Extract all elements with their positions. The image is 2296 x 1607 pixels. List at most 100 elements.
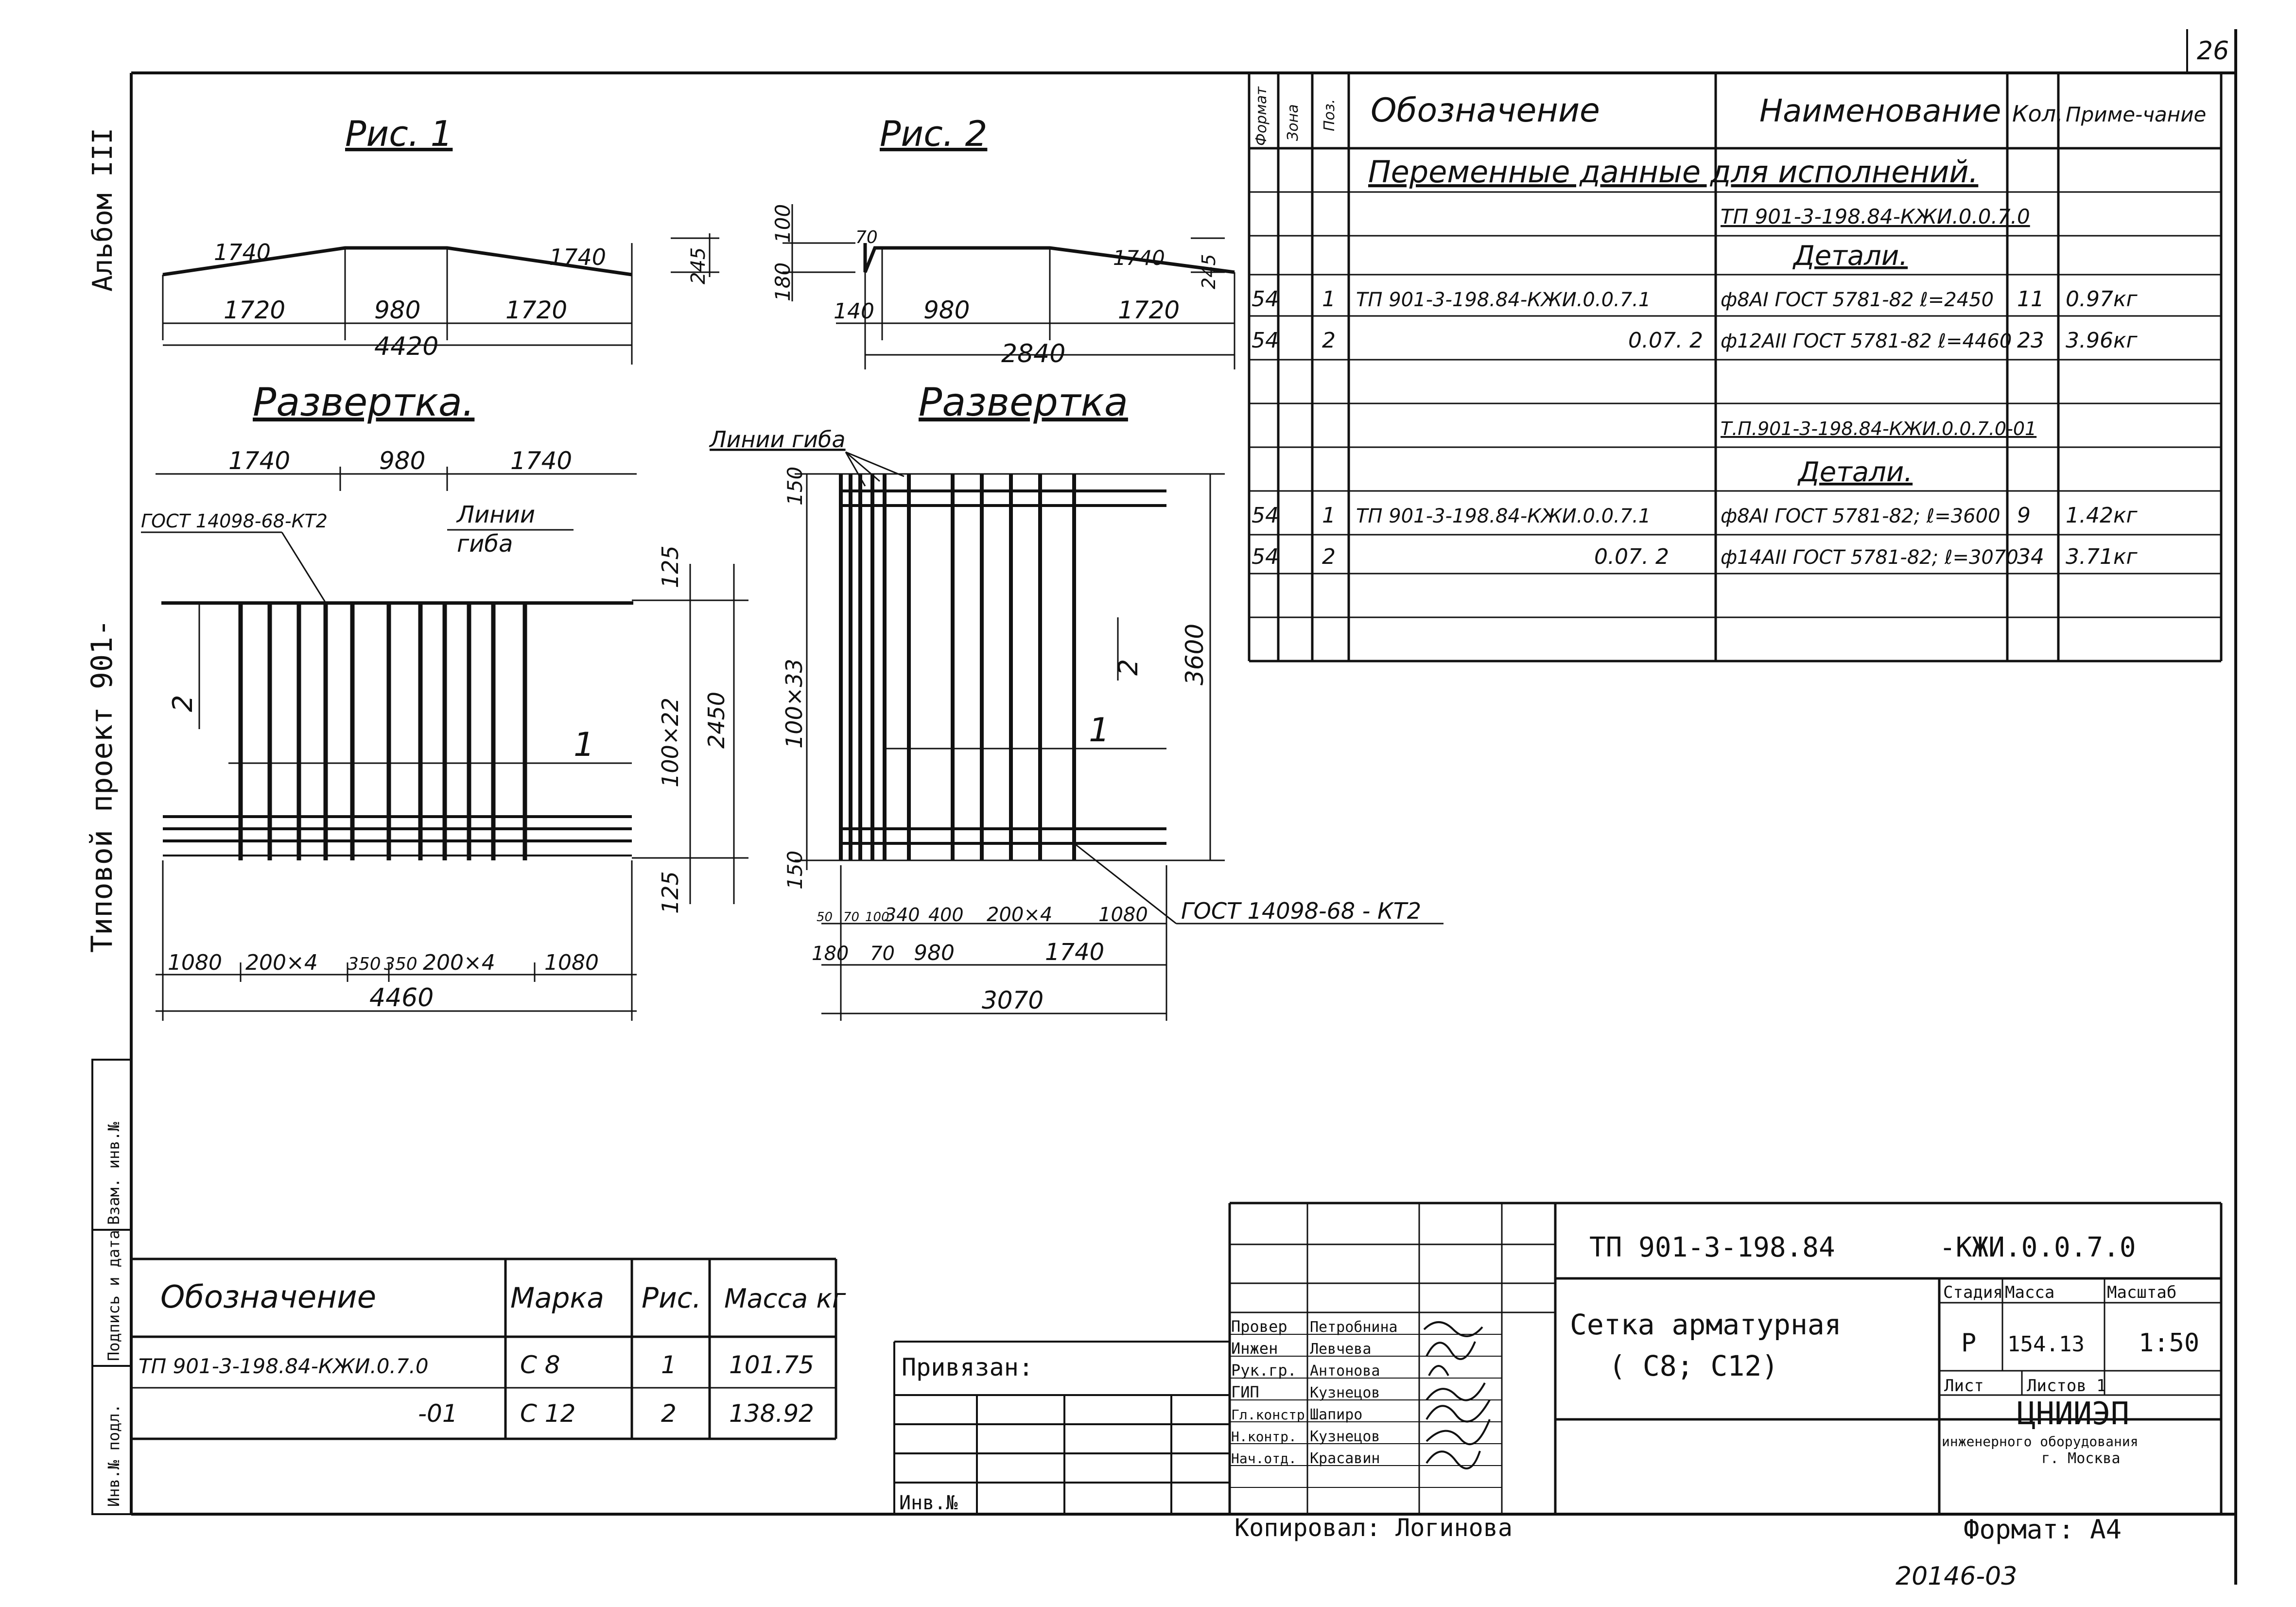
tb-stage-h: Стадия <box>1943 1283 2003 1302</box>
name-7: Красавин <box>1310 1450 1380 1467</box>
spec-variant-2: Т.П.901-3-198.84-КЖИ.0.0.7.0-01 <box>1721 418 2036 439</box>
binding-box: Привязан: Инв.№ <box>893 1341 1230 1514</box>
spec-r4-qty: 11 <box>2017 287 2044 312</box>
tb-format: Формат: А4 <box>1964 1514 2122 1545</box>
mass-r1-mass: 101.75 <box>729 1351 814 1379</box>
fig2-bot-4: 340 <box>885 904 920 926</box>
spec-r4-des: ТП 901-3-198.84-КЖИ.0.0.7.1 <box>1356 289 1651 311</box>
fig2-bot2-4: 1740 <box>1045 939 1104 966</box>
spec-r5-format: 54 <box>1252 328 1279 353</box>
fig2-right: 3600 <box>1181 624 1209 685</box>
role-5: Гл.констр <box>1231 1407 1305 1423</box>
stamp-replace: Взам. инв.№ <box>104 1121 123 1225</box>
fig2-top-2: 1740 <box>1113 246 1165 270</box>
role-6: Н.контр. <box>1231 1429 1297 1445</box>
spec-r9-des: ТП 901-3-198.84-КЖИ.0.0.7.1 <box>1356 505 1651 527</box>
fig1-total: 4420 <box>374 332 438 361</box>
tb-copied: Копировал: Логинова <box>1235 1514 1513 1542</box>
name-3: Антонова <box>1310 1362 1380 1380</box>
fig1-bot-5: 200×4 <box>423 950 495 975</box>
fig2-bot2-3: 980 <box>914 941 955 965</box>
spec-r10-pos: 2 <box>1322 544 1336 569</box>
fig1-bot-6: 1080 <box>544 950 599 975</box>
role-4: ГИП <box>1231 1383 1259 1401</box>
role-3: Рук.гр. <box>1231 1361 1297 1380</box>
name-2: Левчева <box>1310 1341 1371 1358</box>
tb-name-2: ( С8; С12) <box>1609 1349 1778 1382</box>
figure-2: Рис. 2 180 100 70 1740 245 140 980 1720 … <box>709 113 1444 1021</box>
mass-r2-mark: С 12 <box>520 1399 575 1428</box>
role-1: Провер <box>1231 1317 1287 1336</box>
fig1-bot-total: 4460 <box>369 983 434 1013</box>
fig1-span-1: 1720 <box>224 296 285 324</box>
tb-scale: 1:50 <box>2139 1328 2199 1358</box>
fig2-title: Рис. 2 <box>880 113 987 154</box>
fig1-gost: ГОСТ 14098-68-КТ2 <box>141 510 328 532</box>
fig2-bot2-2: 70 <box>870 943 895 965</box>
spec-r10-note: 3.71кг <box>2066 544 2138 569</box>
signatures <box>1423 1321 1491 1469</box>
fig1-dim-top-1: 1740 <box>214 239 271 265</box>
fig2-span-2: 980 <box>923 296 970 324</box>
fig2-bot-5: 400 <box>928 904 964 926</box>
spec-h-pos: Поз. <box>1321 99 1338 131</box>
spec-r10-qty: 34 <box>2017 544 2044 569</box>
spec-r5-note: 3.96кг <box>2066 328 2138 353</box>
mass-h-mark: Марка <box>510 1281 604 1314</box>
fig2-left-2: 100 <box>771 204 795 243</box>
fig1-unfold-top-2: 980 <box>379 447 425 475</box>
binding-label: Привязан: <box>902 1353 1033 1381</box>
spec-h-format: Формат <box>1253 86 1270 146</box>
fig1-unfold-title: Развертка. <box>253 380 474 425</box>
fig2-left-u-2: 100×33 <box>781 659 807 749</box>
title-block: Провер Инжен Рук.гр. ГИП Гл.констр Н.кон… <box>1228 1202 2223 1591</box>
fig1-unfold-top-1: 1740 <box>228 447 290 475</box>
spec-r5-qty: 23 <box>2017 328 2044 353</box>
tb-stage: Р <box>1961 1328 1976 1358</box>
spec-r4-format: 54 <box>1252 287 1279 312</box>
mass-r2-des: -01 <box>418 1399 458 1428</box>
mass-h-des: Обозначение <box>160 1279 376 1315</box>
spec-r9-pos: 1 <box>1322 503 1336 528</box>
tb-sheet: Лист <box>1944 1376 1984 1396</box>
spec-r4-note: 0.97кг <box>2066 287 2138 312</box>
spec-table: Формат Зона Поз. Обозначение Наименовани… <box>1248 73 2223 663</box>
fig1-pos-1: 1 <box>574 726 594 764</box>
fig2-pos-1: 1 <box>1089 711 1110 750</box>
spec-r4-pos: 1 <box>1322 287 1336 312</box>
spec-h-zone: Зона <box>1285 104 1302 141</box>
fig1-bot-1: 1080 <box>168 950 222 975</box>
stamp-sign: Подпись и дата <box>104 1230 123 1361</box>
fig1-title: Рис. 1 <box>345 113 452 154</box>
name-6: Кузнецов <box>1310 1428 1380 1445</box>
name-5: Шапиро <box>1310 1406 1362 1423</box>
fig2-bot-3: 100 <box>865 910 889 925</box>
mass-r1-fig: 1 <box>661 1351 677 1379</box>
name-1: Петробнина <box>1310 1319 1398 1336</box>
fig1-right-4: 125 <box>657 871 683 914</box>
fig1-dim-top-2: 1740 <box>549 244 606 270</box>
spec-r10-name: ф14АII ГОСТ 5781-82; ℓ=3070 <box>1721 546 2018 569</box>
tb-name-1: Сетка арматурная <box>1570 1308 1842 1341</box>
fig1-span-3: 1720 <box>505 296 567 324</box>
fig1-profile <box>162 246 632 277</box>
fig2-left-1: 180 <box>771 262 795 301</box>
spec-r9-note: 1.42кг <box>2066 503 2138 528</box>
margin-stamp <box>91 1059 132 1515</box>
fig2-span-1: 140 <box>834 299 874 324</box>
tb-org2: инженерного оборудования <box>1942 1433 2139 1450</box>
fig2-unfold-title: Развертка <box>919 380 1128 425</box>
role-2: Инжен <box>1231 1339 1278 1358</box>
spec-r9-format: 54 <box>1252 503 1279 528</box>
fig2-left-u-3: 150 <box>783 851 807 890</box>
tb-mass-h: Масса <box>2005 1283 2054 1302</box>
fig1-right-2: 100×22 <box>657 698 683 787</box>
binding-inv: Инв.№ <box>899 1492 957 1514</box>
spec-details-2: Детали. <box>1797 456 1913 488</box>
fig1-right-3: 2450 <box>703 692 730 749</box>
tb-org1: ЦНИИЭП <box>2017 1396 2129 1432</box>
fig2-bot-6: 200×4 <box>987 904 1052 926</box>
fig2-span-3: 1720 <box>1118 296 1180 324</box>
fig2-gost: ГОСТ 14098-68 - КТ2 <box>1181 898 1421 924</box>
